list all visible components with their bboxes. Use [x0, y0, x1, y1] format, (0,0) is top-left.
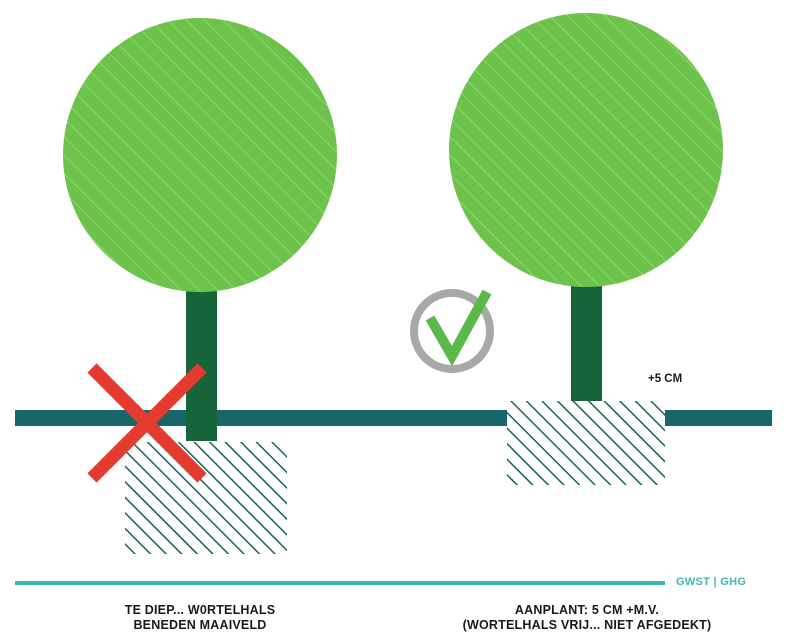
right-trunk [571, 285, 602, 401]
right-caption-line2: (WORTELHALS VRIJ... NIET AFGEDEKT) [442, 618, 732, 633]
check-icon [414, 292, 490, 369]
left-caption: TE DIEP... W0RTELHALS BENEDEN MAAIVELD [80, 603, 320, 633]
left-caption-line1: TE DIEP... W0RTELHALS [80, 603, 320, 618]
water-level-line [15, 581, 665, 585]
left-caption-line2: BENEDEN MAAIVELD [80, 618, 320, 633]
right-tree-crown [449, 13, 723, 287]
left-root-ball [125, 442, 287, 554]
plus-5cm-label: +5 CM [648, 373, 682, 385]
right-root-ball-top [507, 401, 665, 485]
right-caption: AANPLANT: 5 CM +M.V. (WORTELHALS VRIJ...… [442, 603, 732, 633]
water-level-label: GWST | GHG [676, 576, 746, 588]
right-caption-line1: AANPLANT: 5 CM +M.V. [442, 603, 732, 618]
left-trunk-buried [186, 410, 217, 441]
left-tree-crown [63, 18, 337, 292]
